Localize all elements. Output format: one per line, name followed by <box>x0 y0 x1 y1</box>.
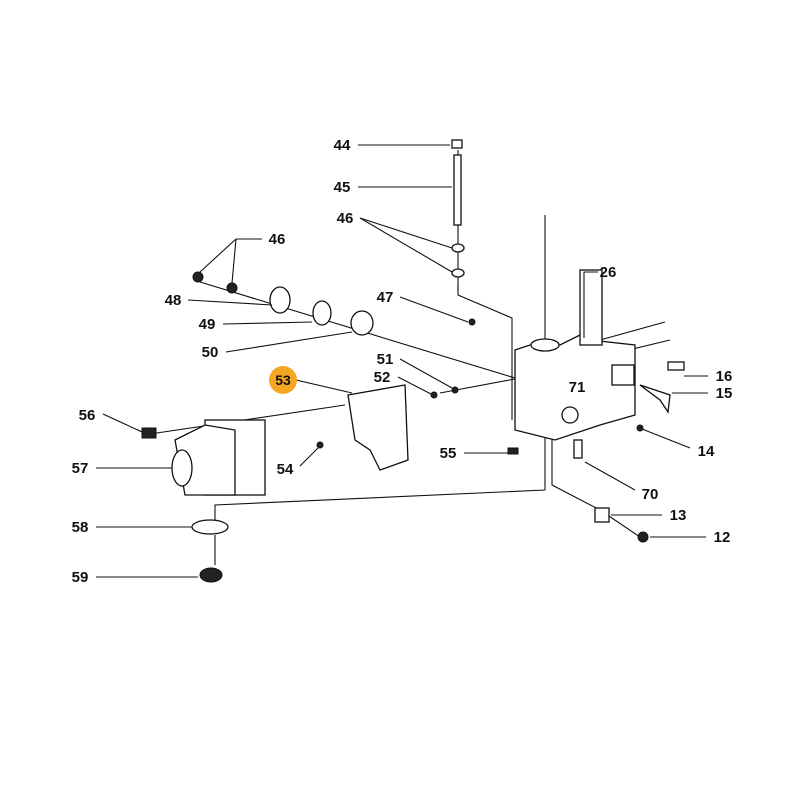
part-46-nut <box>192 271 204 283</box>
part-59 <box>199 567 223 583</box>
callout-50: 50 <box>202 344 219 361</box>
callout-46: 46 <box>337 210 354 227</box>
callout-44: 44 <box>334 137 351 154</box>
callout-12: 12 <box>714 529 731 546</box>
callout-59: 59 <box>72 569 89 586</box>
callout-58: 58 <box>72 519 89 536</box>
callout-26: 26 <box>600 264 617 281</box>
part-12 <box>637 531 649 543</box>
callout-55: 55 <box>440 445 457 462</box>
highlight-marker[interactable] <box>269 366 297 394</box>
part-49 <box>312 300 332 326</box>
callout-52: 52 <box>374 369 391 386</box>
callout-14: 14 <box>698 443 715 460</box>
part-16-bracket <box>611 364 635 386</box>
callout-45: 45 <box>334 179 351 196</box>
part-15 <box>639 384 671 414</box>
part-55 <box>507 447 519 455</box>
part-50 <box>350 310 374 336</box>
part-58 <box>191 519 229 535</box>
callout-16: 16 <box>716 368 733 385</box>
callout-46b: 46 <box>269 231 286 248</box>
callout-48: 48 <box>165 292 182 309</box>
callout-51: 51 <box>377 351 394 368</box>
part-53-cover <box>347 384 409 471</box>
part-46-washer <box>451 243 465 253</box>
callout-49: 49 <box>199 316 216 333</box>
callout-47: 47 <box>377 289 394 306</box>
part-26 <box>579 269 603 346</box>
pinion-hole <box>561 406 579 424</box>
part-46-nut <box>226 282 238 294</box>
part-56 <box>141 427 157 439</box>
part-47 <box>468 318 476 326</box>
part-51 <box>451 386 459 394</box>
part-16 <box>667 361 685 371</box>
leader-lines <box>96 144 708 578</box>
part-44 <box>451 139 463 149</box>
callout-54: 54 <box>277 461 294 478</box>
part-57-pulley <box>171 449 193 487</box>
spindle-bore <box>530 338 560 352</box>
part-45 <box>453 154 462 226</box>
part-70 <box>573 439 583 459</box>
part-52 <box>430 391 438 399</box>
callout-70: 70 <box>642 486 659 503</box>
callout-13: 13 <box>670 507 687 524</box>
callout-57: 57 <box>72 460 89 477</box>
callout-53[interactable]: 53 <box>275 372 291 388</box>
callout-71: 71 <box>569 379 586 396</box>
parts <box>141 139 685 583</box>
part-14 <box>636 424 644 432</box>
callout-56: 56 <box>79 407 96 424</box>
part-54 <box>316 441 324 449</box>
part-46-washer <box>451 268 465 278</box>
part-13 <box>594 507 610 523</box>
callout-15: 15 <box>716 385 733 402</box>
part-48 <box>269 286 291 314</box>
